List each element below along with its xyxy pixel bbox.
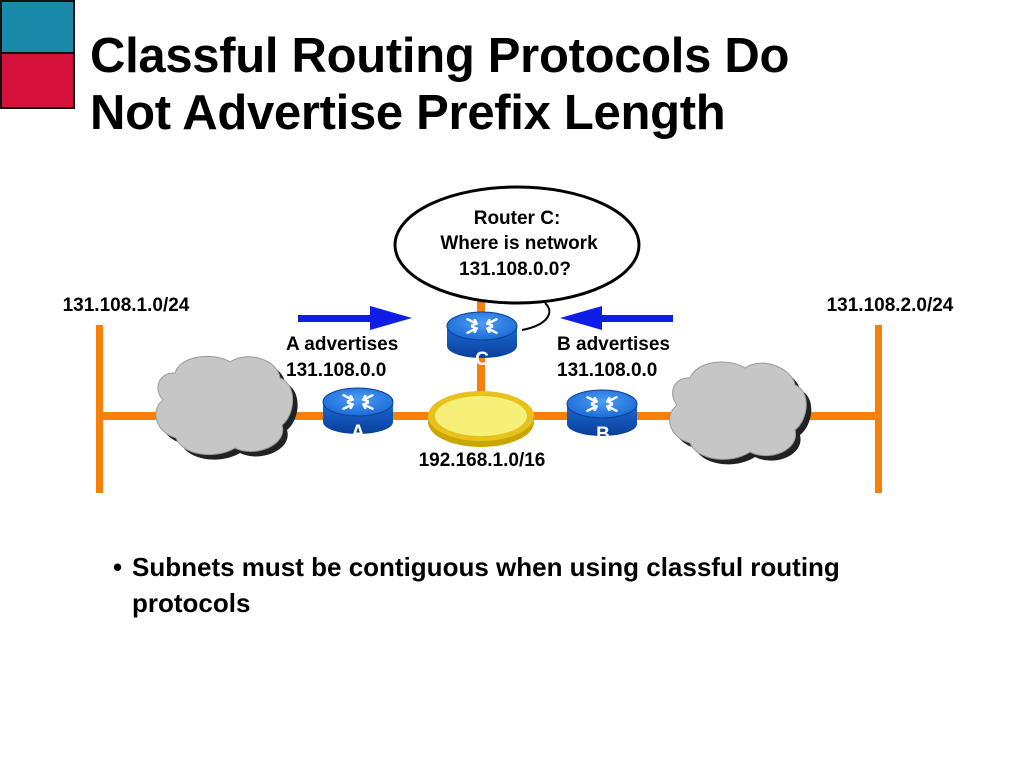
right-cloud-icon: [669, 361, 812, 465]
router-a-advert-line-2: 131.108.0.0: [286, 360, 386, 381]
router-a-letter: A: [351, 422, 365, 443]
left-cloud-icon: [155, 355, 298, 460]
router-c-callout-bubble: [393, 185, 641, 331]
callout-line-2: Where is network: [440, 233, 598, 254]
right-subnet-label: 131.108.2.0/24: [827, 295, 954, 316]
router-c-letter: C: [475, 349, 489, 370]
bullet-point: • Subnets must be contiguous when using c…: [113, 549, 953, 621]
router-b-advert-line-2: 131.108.0.0: [557, 360, 657, 381]
callout-line-3: 131.108.0.0?: [459, 259, 571, 280]
bullet-marker: •: [113, 552, 123, 582]
right-advert-arrow-icon: [560, 306, 673, 330]
bullet-text-line-2: protocols: [132, 588, 251, 618]
center-network-ring-icon: [428, 391, 534, 447]
corner-block-red: [0, 52, 75, 109]
slide-title-line-2: Not Advertise Prefix Length: [90, 86, 726, 140]
router-b-icon: [566, 389, 638, 436]
slide-title: Classful Routing Protocols Do Not Advert…: [90, 28, 789, 142]
router-a-icon: [322, 387, 394, 434]
callout-line-1: Router C:: [474, 208, 561, 229]
router-c-stub: [477, 300, 485, 322]
corner-block-blue: [0, 0, 75, 54]
right-lan-segment: [875, 325, 882, 493]
left-advert-arrow-icon: [298, 306, 412, 330]
router-b-letter: B: [596, 424, 610, 445]
router-c-icon: [446, 311, 518, 358]
slide-title-line-1: Classful Routing Protocols Do: [90, 29, 790, 83]
left-lan-segment: [96, 325, 103, 493]
router-c-link: [477, 350, 485, 400]
bullet-text-line-1: Subnets must be contiguous when using cl…: [132, 552, 840, 582]
center-network-label: 192.168.1.0/16: [419, 450, 546, 471]
router-b-advert-line-1: B advertises: [557, 334, 670, 355]
router-a-advert-line-1: A advertises: [286, 334, 398, 355]
left-subnet-label: 131.108.1.0/24: [63, 295, 190, 316]
